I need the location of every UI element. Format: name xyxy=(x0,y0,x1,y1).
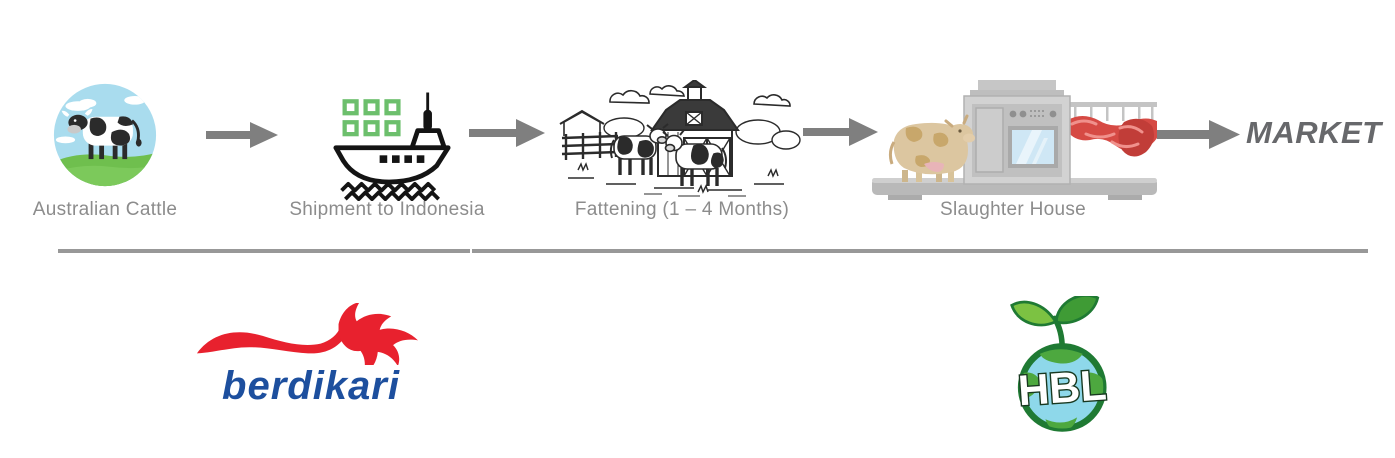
berdikari-wordmark: berdikari xyxy=(222,364,400,408)
slaughterhouse-icon xyxy=(872,76,1162,202)
flow-arrow-icon xyxy=(803,117,878,147)
cattle-circle-icon xyxy=(52,82,158,188)
flow-arrow-icon xyxy=(469,118,545,148)
step-label-shipment: Shipment to Indonesia xyxy=(289,199,485,220)
leaf-icon xyxy=(1055,293,1100,325)
flow-arrow-icon xyxy=(206,121,278,149)
berdikari-bull-swoosh-icon xyxy=(196,302,418,375)
step-label-australian-cattle: Australian Cattle xyxy=(32,199,178,220)
hbl-wordmark: HBL xyxy=(1017,361,1108,415)
divider-line-right xyxy=(472,249,1368,253)
flow-arrow-icon xyxy=(1157,119,1240,150)
leaf-icon xyxy=(1010,300,1057,327)
cargo-ship-icon xyxy=(330,83,454,202)
berdikari-logo: berdikari xyxy=(195,302,427,411)
farm-barn-icon xyxy=(558,78,803,202)
divider-line-left xyxy=(58,249,470,253)
step-label-slaughter-house: Slaughter House xyxy=(939,199,1087,220)
market-label: MARKET xyxy=(1246,115,1382,150)
hbl-logo: HBL xyxy=(995,293,1135,436)
step-label-fattening: Fattening (1 – 4 Months) xyxy=(574,199,790,220)
